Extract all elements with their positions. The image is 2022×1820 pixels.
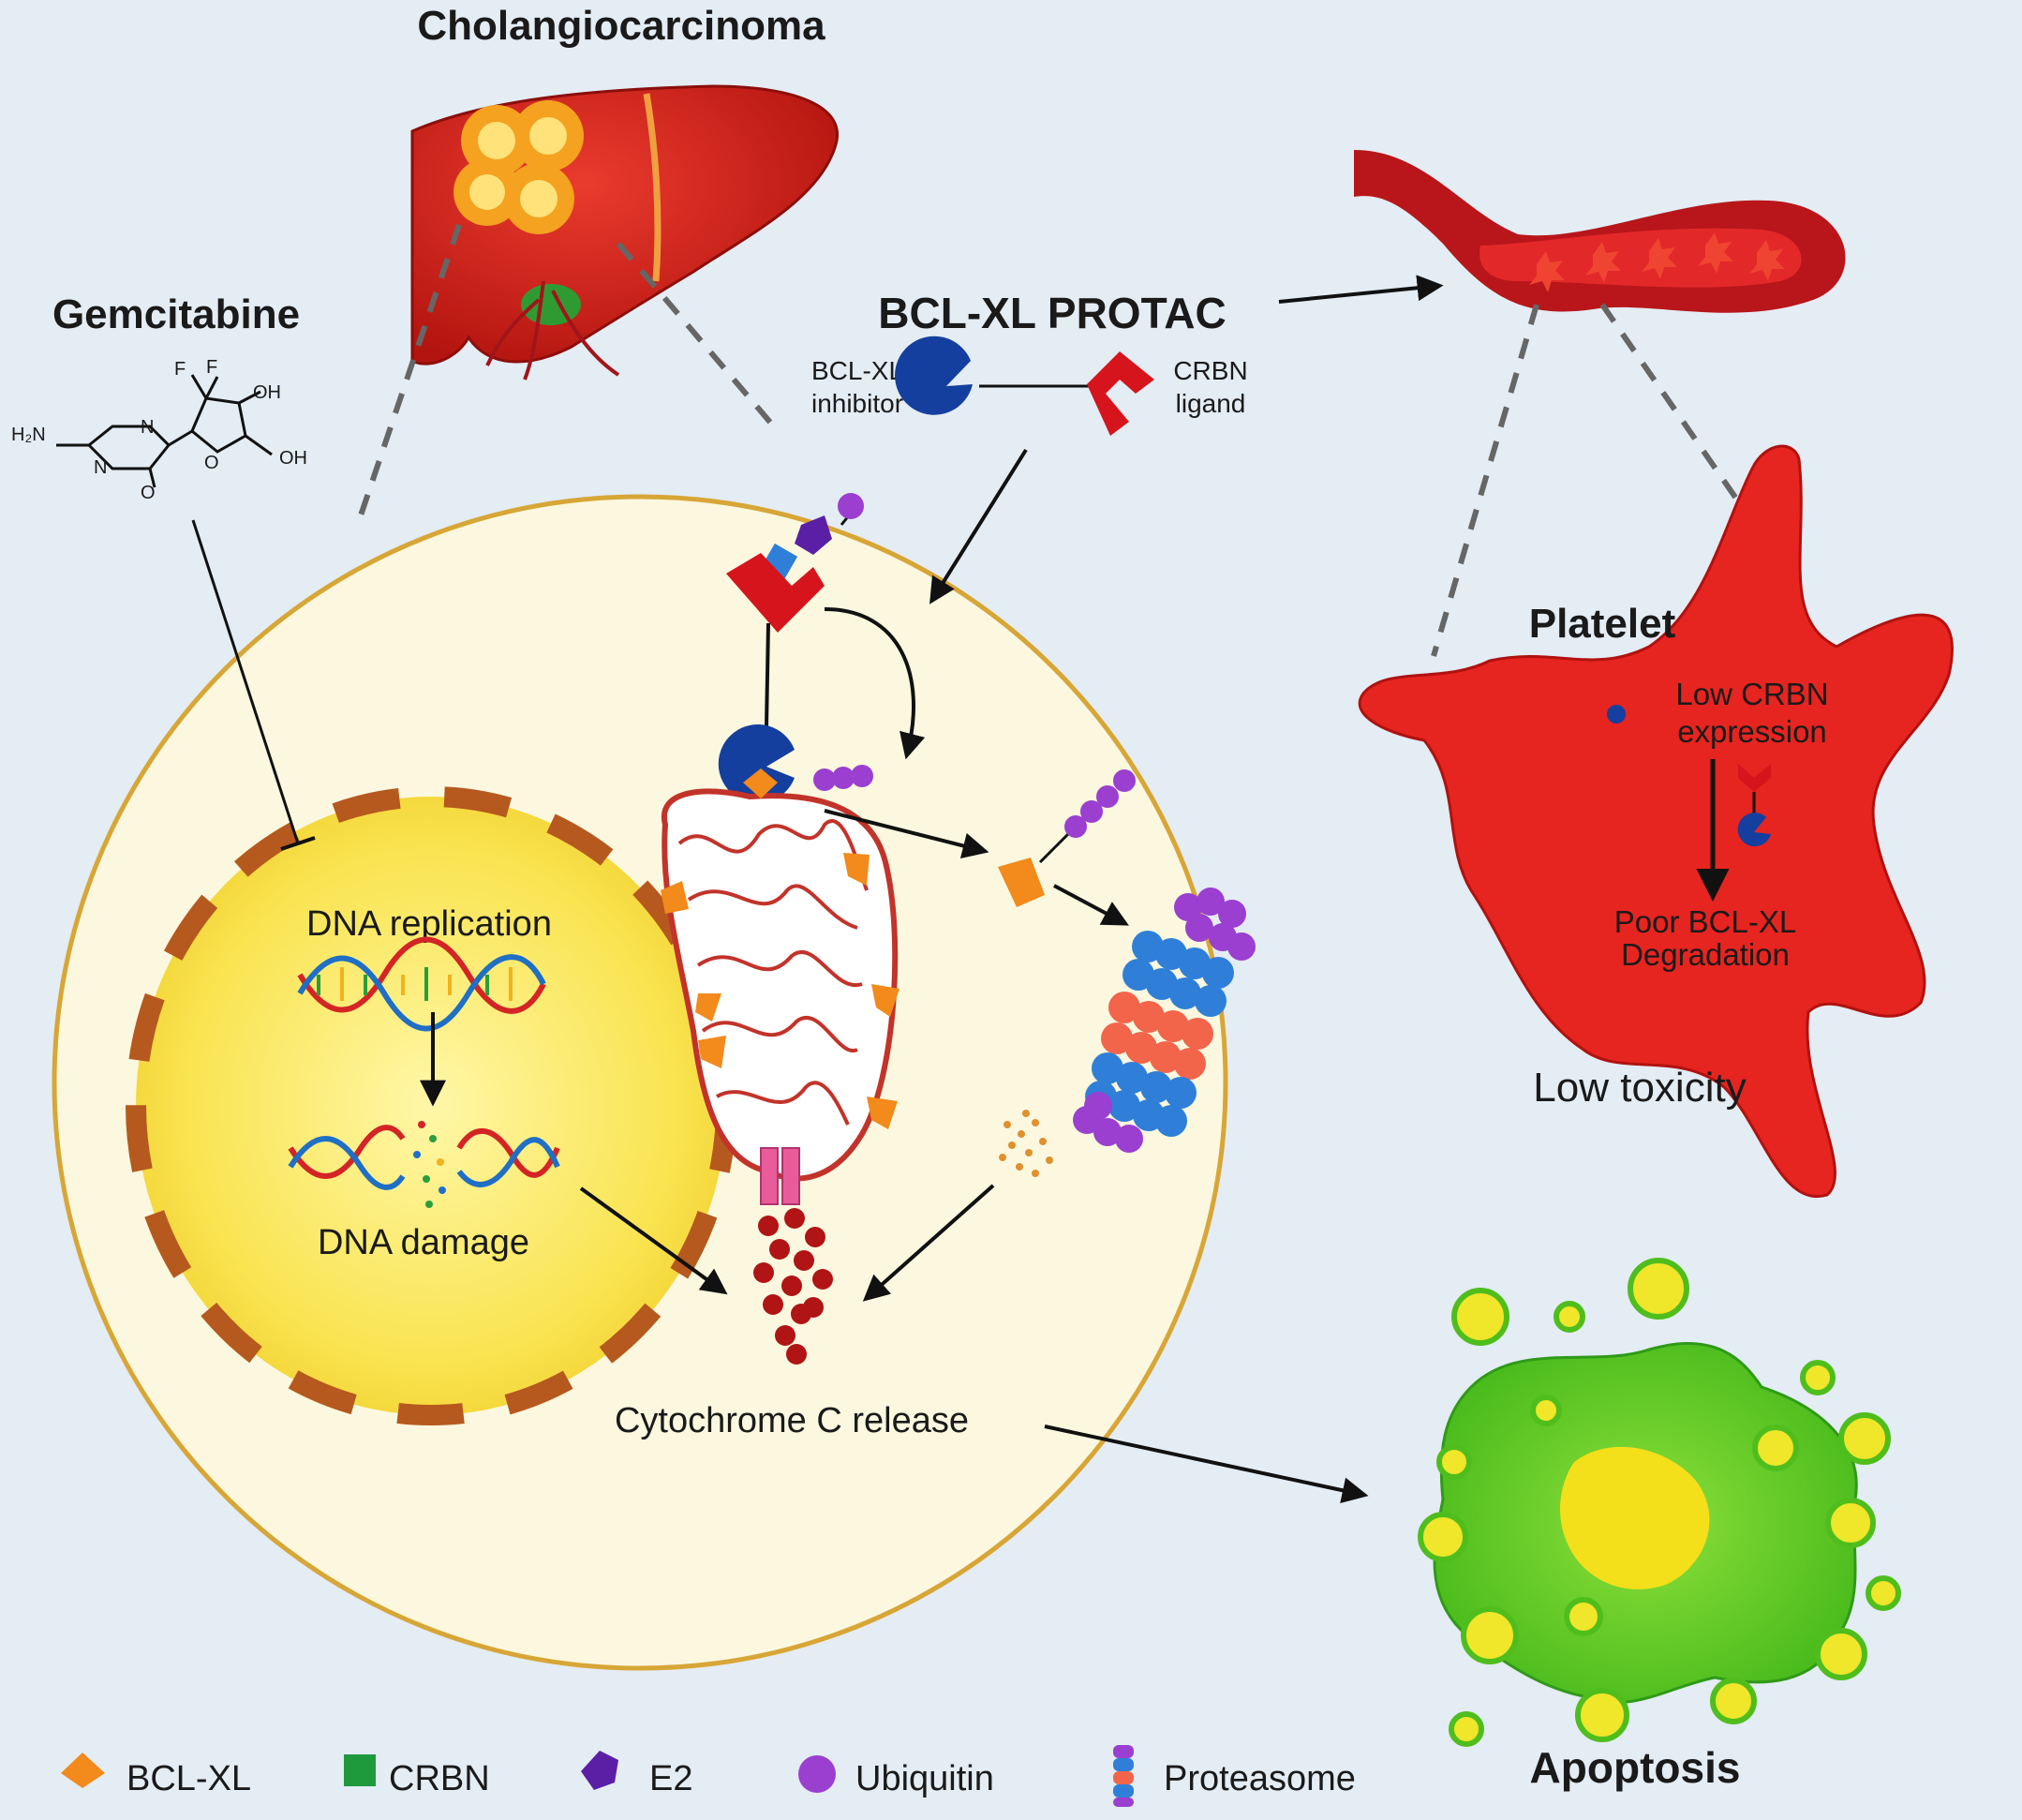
platelet bbox=[1358, 444, 1954, 1199]
dna-helix-icon bbox=[297, 936, 546, 1032]
f1-label: F bbox=[174, 359, 186, 380]
crbn-ligand-icon bbox=[1087, 351, 1154, 436]
nucleus bbox=[126, 786, 736, 1425]
low-toxicity-label: Low toxicity bbox=[1533, 1065, 1746, 1111]
cyto-to-apoptosis-arrow bbox=[1044, 1425, 1369, 1503]
dna-damage-label: DNA damage bbox=[318, 1223, 529, 1262]
zoom-line-left bbox=[358, 224, 462, 516]
oh1-label: OH bbox=[253, 382, 281, 403]
inhibition-line bbox=[191, 519, 300, 844]
legend-item-e2: E2 bbox=[581, 1751, 692, 1798]
ubiquitinated-bcl-xl bbox=[998, 769, 1136, 907]
proteasome-to-cyto-arrow bbox=[862, 1184, 995, 1302]
vessel-zoom-line-left bbox=[1431, 304, 1539, 657]
inhibitor-label-line1: BCL-XL bbox=[811, 356, 903, 385]
protac-to-vessel-arrow bbox=[1278, 275, 1444, 304]
amine-label: H₂N bbox=[11, 425, 46, 445]
protac-title: BCL-XL PROTAC bbox=[878, 289, 1226, 337]
o-ring-label: O bbox=[204, 453, 219, 473]
protac-into-cell-arrow bbox=[929, 448, 1028, 604]
ub-to-proteasome-arrow bbox=[1053, 884, 1129, 926]
damage-to-cyto-arrow bbox=[579, 1186, 728, 1295]
ligand-label-line2: ligand bbox=[1176, 389, 1246, 418]
legend-label-ubiquitin: Ubiquitin bbox=[855, 1759, 994, 1798]
gemcitabine-structure bbox=[56, 374, 273, 488]
mitochondrion bbox=[661, 768, 899, 1205]
ternary-complex bbox=[718, 493, 926, 803]
legend: BCL-XL CRBN E2 Ubiquitin Proteasome bbox=[61, 1745, 1356, 1807]
inhibition-bar bbox=[280, 836, 316, 851]
e2-icon bbox=[581, 1751, 618, 1790]
platelet-title: Platelet bbox=[1529, 601, 1676, 647]
legend-label-proteasome: Proteasome bbox=[1164, 1759, 1356, 1798]
o-carbonyl-label: O bbox=[141, 483, 156, 503]
n2-label: N bbox=[141, 417, 154, 438]
cytochrome-c-dots bbox=[753, 1208, 833, 1365]
legend-item-proteasome: Proteasome bbox=[1113, 1745, 1356, 1807]
expression-label: expression bbox=[1677, 714, 1827, 749]
legend-label-crbn: CRBN bbox=[389, 1759, 490, 1798]
poor-bclxl-label: Poor BCL-XL bbox=[1614, 904, 1796, 939]
oh2-label: OH bbox=[279, 448, 307, 469]
degradation-label: Degradation bbox=[1621, 937, 1790, 972]
tumor-cluster bbox=[453, 100, 584, 234]
page-title: Cholangiocarcinoma bbox=[417, 3, 825, 49]
low-crbn-label: Low CRBN bbox=[1675, 677, 1828, 711]
legend-label-bcl-xl: BCL-XL bbox=[126, 1759, 251, 1798]
cytochrome-c-label: Cytochrome C release bbox=[615, 1401, 969, 1440]
zoom-line-right bbox=[616, 242, 781, 433]
proteasome-icon bbox=[1113, 1745, 1134, 1807]
legend-item-ubiquitin: Ubiquitin bbox=[798, 1755, 994, 1798]
crbn-dot-icon bbox=[1607, 705, 1626, 724]
inhibitor-icon bbox=[895, 336, 973, 415]
blood-vessel bbox=[1354, 150, 1846, 313]
ubiquitin-icon bbox=[798, 1755, 836, 1793]
legend-item-crbn: CRBN bbox=[344, 1754, 490, 1798]
gemcitabine-label: Gemcitabine bbox=[52, 291, 300, 337]
legend-item-bcl-xl: BCL-XL bbox=[61, 1753, 251, 1798]
broken-dna-icon bbox=[288, 1121, 560, 1208]
degraded-fragments bbox=[999, 1110, 1053, 1177]
apoptotic-cell bbox=[1418, 1258, 1901, 1747]
ligand-label-line1: CRBN bbox=[1173, 356, 1247, 385]
mito-to-ub-arrow bbox=[824, 809, 989, 859]
platelet-protac-icon bbox=[1737, 764, 1771, 847]
f2-label: F bbox=[206, 357, 217, 378]
legend-label-e2: E2 bbox=[649, 1759, 692, 1798]
crbn-icon bbox=[344, 1754, 376, 1786]
n1-label: N bbox=[94, 457, 107, 478]
proteasome bbox=[1073, 888, 1256, 1153]
inhibitor-label-line2: inhibitor bbox=[811, 389, 903, 418]
apoptosis-label: Apoptosis bbox=[1530, 1743, 1741, 1792]
bcl-xl-icon bbox=[61, 1753, 105, 1788]
